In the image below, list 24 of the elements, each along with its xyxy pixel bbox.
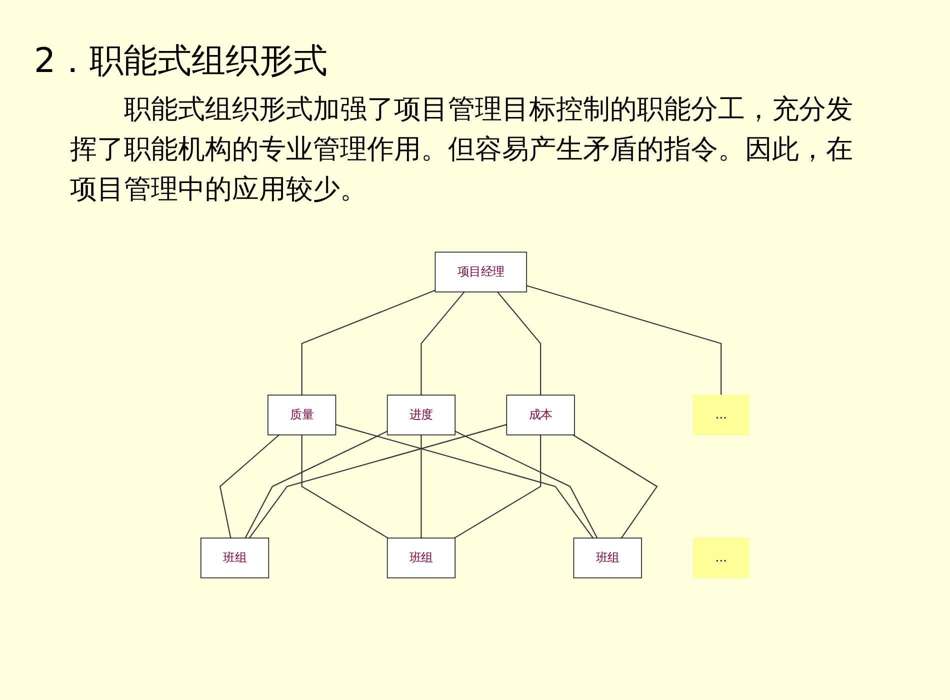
heading: 2．职能式组织形式 <box>34 40 329 83</box>
node-box: 班组 <box>573 538 642 578</box>
paragraph: 职能式组织形式加强了项目管理目标控制的职能分工，充分发挥了职能机构的专业管理作用。但容易产生矛盾的指令。因此，在项目管理中的应用较少。 <box>70 93 854 207</box>
node-box: 质量 <box>268 394 336 436</box>
connector <box>420 434 422 538</box>
connector <box>420 292 465 396</box>
connector <box>219 434 280 538</box>
node-box: … <box>692 394 750 436</box>
connector <box>244 430 388 538</box>
connector <box>301 290 436 396</box>
node-box: 成本 <box>506 394 575 436</box>
connector <box>336 424 594 538</box>
node-box: 班组 <box>200 538 270 578</box>
connector <box>454 434 542 539</box>
connector <box>497 292 542 396</box>
node-box: 项目经理 <box>434 252 527 292</box>
node-box: … <box>692 538 750 578</box>
connector <box>526 285 722 396</box>
connector <box>572 434 658 538</box>
connector <box>248 424 507 538</box>
connector <box>454 430 598 538</box>
node-box: 进度 <box>386 394 456 436</box>
node-box: 班组 <box>386 538 456 578</box>
connector <box>301 434 388 539</box>
